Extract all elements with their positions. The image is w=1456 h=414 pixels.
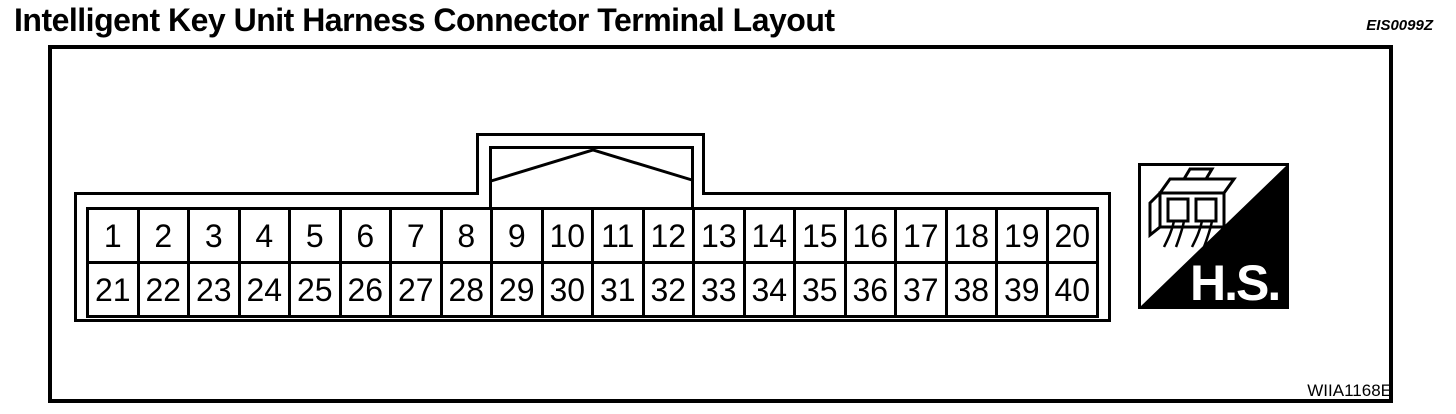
- figure-code-top: EIS0099Z: [1366, 17, 1433, 34]
- terminal-cell: 38: [944, 261, 998, 318]
- terminal-cell: 9: [490, 207, 544, 264]
- connector-plug-icon: [1148, 167, 1237, 248]
- terminal-cell: 20: [1045, 207, 1099, 264]
- terminal-cell: 33: [692, 261, 746, 318]
- terminal-cell: 29: [490, 261, 544, 318]
- terminal-cell: 1: [86, 207, 140, 264]
- terminal-cell: 35: [793, 261, 847, 318]
- terminal-cell: 18: [944, 207, 998, 264]
- terminal-cell: 3: [187, 207, 241, 264]
- terminal-cell: 36: [843, 261, 897, 318]
- terminal-cell: 31: [591, 261, 645, 318]
- terminal-cell: 16: [843, 207, 897, 264]
- terminal-cell: 39: [995, 261, 1049, 318]
- terminal-cell: 30: [540, 261, 594, 318]
- terminal-cell: 26: [338, 261, 392, 318]
- terminal-cell: 27: [389, 261, 443, 318]
- terminal-cell: 32: [641, 261, 695, 318]
- terminal-cell: 28: [439, 261, 493, 318]
- page-title: Intelligent Key Unit Harness Connector T…: [14, 2, 835, 38]
- terminal-cell: 7: [389, 207, 443, 264]
- terminal-cell: 22: [136, 261, 190, 318]
- terminal-cell: 5: [288, 207, 342, 264]
- terminal-cell: 17: [894, 207, 948, 264]
- connector-tab-outline: [476, 133, 705, 195]
- connector-latch-lines: [490, 148, 693, 183]
- terminal-cell: 23: [187, 261, 241, 318]
- figure-code-bottom: WIIA1168E: [1307, 381, 1392, 400]
- terminal-cell: 24: [237, 261, 291, 318]
- terminal-cell: 11: [591, 207, 645, 264]
- terminal-cell: 10: [540, 207, 594, 264]
- terminal-cell: 37: [894, 261, 948, 318]
- terminal-cell: 4: [237, 207, 291, 264]
- terminal-cell: 34: [742, 261, 796, 318]
- hs-badge: H.S.: [1138, 163, 1289, 309]
- terminal-cell: 2: [136, 207, 190, 264]
- connector-tab-inner-outline: [489, 146, 694, 207]
- hs-badge-triangle: [1141, 166, 1286, 306]
- terminal-cell: 15: [793, 207, 847, 264]
- terminal-cell: 14: [742, 207, 796, 264]
- terminal-cell: 12: [641, 207, 695, 264]
- terminal-cell: 40: [1045, 261, 1099, 318]
- hs-badge-label: H.S.: [1190, 255, 1279, 306]
- terminal-cell: 13: [692, 207, 746, 264]
- terminal-cell: 19: [995, 207, 1049, 264]
- terminal-cell: 6: [338, 207, 392, 264]
- terminal-cell: 25: [288, 261, 342, 318]
- terminal-cell: 8: [439, 207, 493, 264]
- terminal-cell: 21: [86, 261, 140, 318]
